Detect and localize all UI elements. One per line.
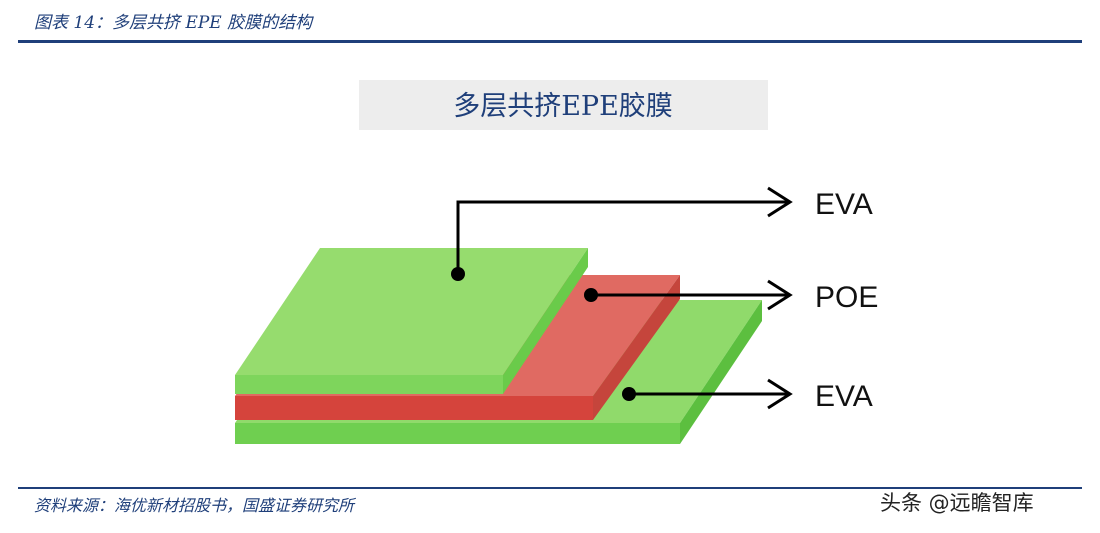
top-eva-marker xyxy=(451,267,465,281)
top-eva-label: EVA xyxy=(815,188,873,221)
bottom-eva-label: EVA xyxy=(815,380,873,413)
poe-label: POE xyxy=(815,281,878,314)
poe-leader xyxy=(591,279,793,311)
watermark-text: 头条 @远瞻智库 xyxy=(880,491,1034,515)
bottom-eva-leader xyxy=(629,378,793,410)
figure-caption: 图表 14：多层共挤 EPE 胶膜的结构 xyxy=(34,13,313,33)
diagram-title: 多层共挤EPE胶膜 xyxy=(453,91,673,122)
poe-marker xyxy=(584,288,598,302)
footer-rule xyxy=(18,487,1082,489)
top-eva-leader xyxy=(456,186,793,274)
header-rule xyxy=(18,40,1082,43)
source-note: 资料来源：海优新材招股书，国盛证券研究所 xyxy=(34,496,355,515)
diagram-title-box xyxy=(359,80,768,130)
bottom-eva-marker xyxy=(622,387,636,401)
top-eva-layer xyxy=(235,248,588,394)
